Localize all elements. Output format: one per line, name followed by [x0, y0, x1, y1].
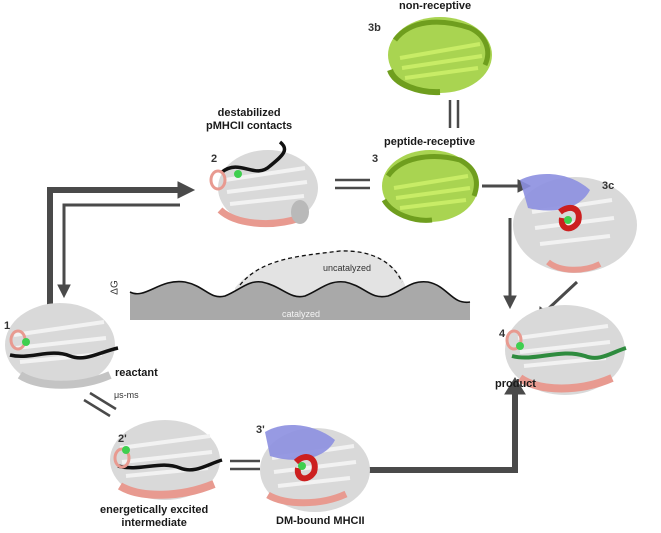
- label-dm-bound: DM-bound MHCII: [276, 515, 365, 527]
- structure-3b-non-receptive: [387, 17, 492, 96]
- structure-2-destabilized: [209, 140, 318, 228]
- arrow-3c-to-4: [545, 280, 579, 312]
- structure-2prime-excited: [110, 420, 223, 500]
- label-destabilized-text: destabilized pMHCII contacts: [206, 107, 293, 132]
- arrow-3prime-to-product: [350, 392, 518, 473]
- label-catalyzed: catalyzed: [282, 309, 321, 319]
- label-product: product: [495, 378, 536, 390]
- label-excited-text: energetically excited intermediate: [100, 504, 209, 529]
- state-number-1: 1: [4, 320, 11, 332]
- state-number-3: 3: [372, 153, 379, 165]
- label-reactant: reactant: [115, 367, 158, 379]
- structure-1-reactant: [5, 303, 119, 389]
- state-number-2: 2: [211, 153, 218, 165]
- arrow-destabilized-to-reactant: [62, 203, 180, 288]
- catalyzed-curve: [129, 280, 471, 303]
- label-non-receptive: non-receptive: [399, 0, 472, 12]
- arrow-reactant-to-destabilized: [47, 187, 180, 310]
- label-uncatalyzed: uncatalyzed: [323, 263, 372, 273]
- catalyzed-area: [130, 281, 470, 320]
- state-number-3b: 3b: [368, 22, 381, 34]
- structure-3c: [513, 174, 637, 273]
- equilibrium-2-3: [335, 178, 370, 190]
- state-number-4: 4: [499, 328, 506, 340]
- equilibrium-2prime-3prime: [230, 459, 260, 471]
- label-us-ms: μs-ms: [114, 390, 139, 400]
- label-destabilized: destabilized pMHCII contacts: [206, 107, 292, 133]
- structure-3-peptide-receptive: [381, 150, 479, 223]
- equilibrium-3-3b: [448, 100, 460, 128]
- label-peptide-receptive: peptide-receptive: [384, 136, 476, 148]
- label-excited-intermediate: energetically excited intermediate: [100, 504, 208, 530]
- structure-4-product: [505, 305, 627, 395]
- equilibrium-1-2prime: [83, 391, 117, 418]
- label-delta-g: ΔG: [109, 280, 121, 295]
- state-number-3prime: 3': [256, 424, 265, 436]
- uncatalyzed-curve: [239, 250, 403, 286]
- state-number-2prime: 2': [118, 433, 127, 445]
- structure-3prime-dm-bound: [260, 425, 370, 512]
- state-number-3c: 3c: [602, 180, 615, 192]
- energy-landscape: [129, 250, 471, 320]
